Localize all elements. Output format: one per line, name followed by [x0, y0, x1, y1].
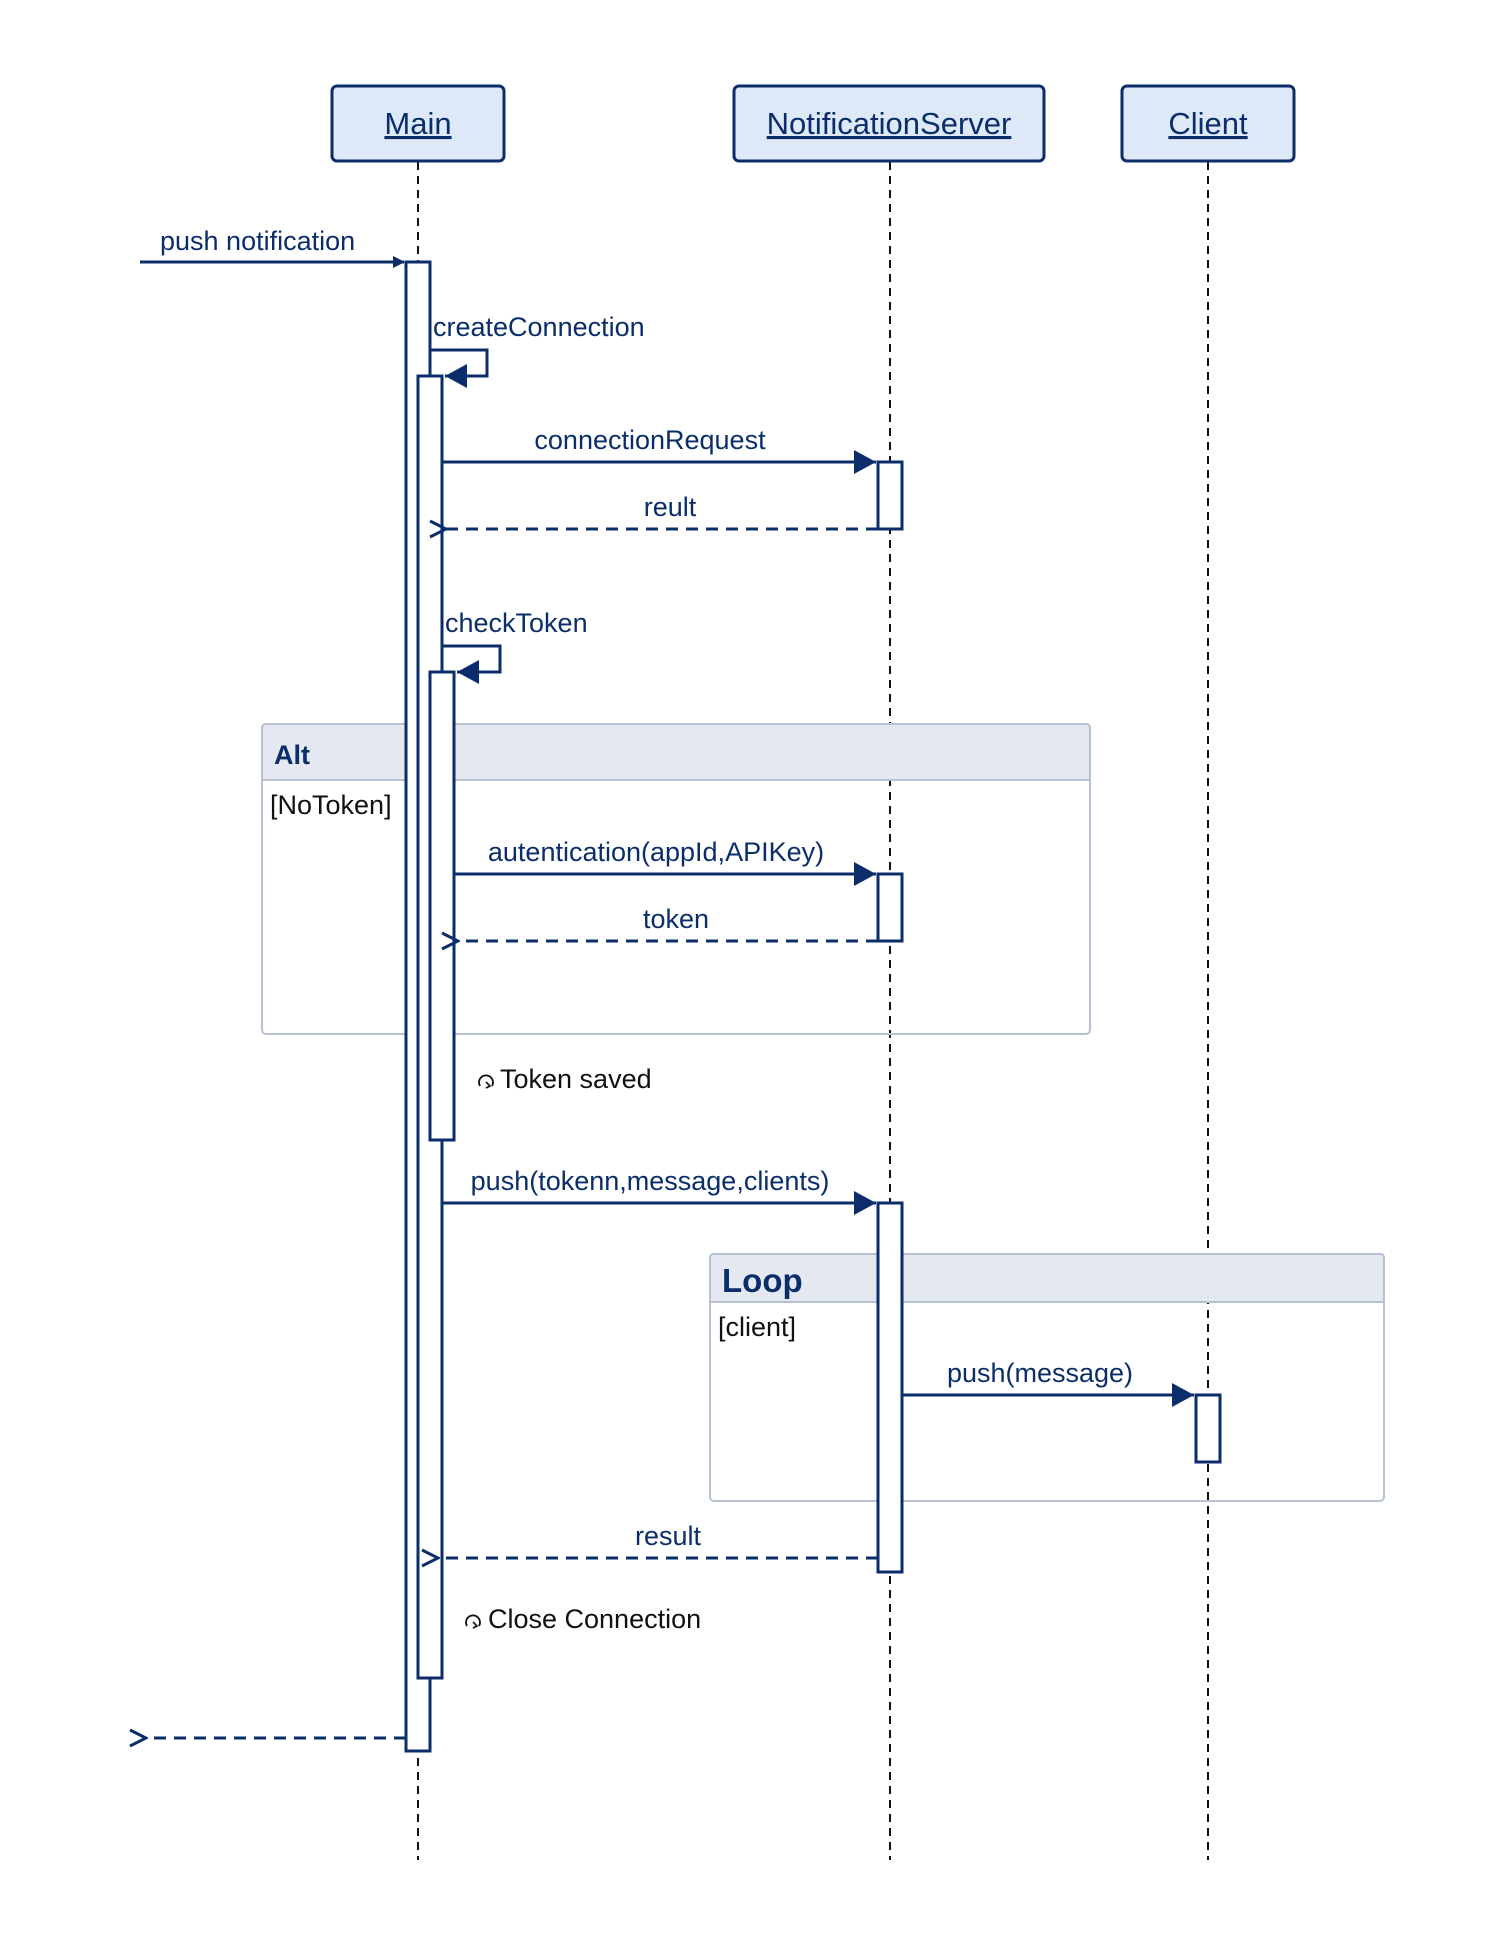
- actor-client-label: Client: [1168, 106, 1248, 141]
- loop-frame-title: Loop: [722, 1262, 803, 1299]
- loop-frame-guard: [client]: [718, 1312, 796, 1342]
- actor-notification-server[interactable]: NotificationServer: [732, 84, 1046, 163]
- actor-notification-server-label: NotificationServer: [767, 106, 1012, 141]
- note-glyph-icon: [465, 1614, 481, 1629]
- alt-frame-guard: [NoToken]: [270, 790, 392, 820]
- activation-client: [1194, 1393, 1222, 1464]
- note-glyph-icon: [478, 1074, 494, 1089]
- note-close-connection-text: Close Connection: [488, 1604, 701, 1634]
- activation-server-1: [876, 460, 904, 531]
- activation-main-checktoken: [428, 670, 456, 1142]
- arrow-create-connection: [430, 348, 489, 388]
- label-push-tokenn: push(tokenn,message,clients): [471, 1166, 830, 1196]
- label-push-message: push(message): [947, 1358, 1133, 1388]
- alt-frame: Alt [NoToken]: [261, 723, 1091, 1035]
- label-autentication: autentication(appId,APIKey): [488, 837, 824, 867]
- actor-client[interactable]: Client: [1120, 84, 1296, 163]
- note-token-saved: Token saved: [478, 1064, 652, 1094]
- label-reult: reult: [644, 492, 697, 522]
- note-close-connection: Close Connection: [465, 1604, 701, 1634]
- activation-server-2: [876, 872, 904, 943]
- label-check-token: checkToken: [445, 608, 588, 638]
- actor-main-label: Main: [384, 106, 451, 141]
- label-token: token: [643, 904, 709, 934]
- label-result: result: [635, 1521, 702, 1551]
- alt-frame-title: Alt: [274, 740, 310, 770]
- actor-main[interactable]: Main: [330, 84, 506, 163]
- label-connection-request: connectionRequest: [534, 425, 766, 455]
- arrow-check-token: [442, 644, 502, 684]
- label-create-connection: createConnection: [433, 312, 645, 342]
- activation-server-3: [876, 1201, 904, 1574]
- note-token-saved-text: Token saved: [500, 1064, 652, 1094]
- label-push-notification: push notification: [160, 226, 355, 256]
